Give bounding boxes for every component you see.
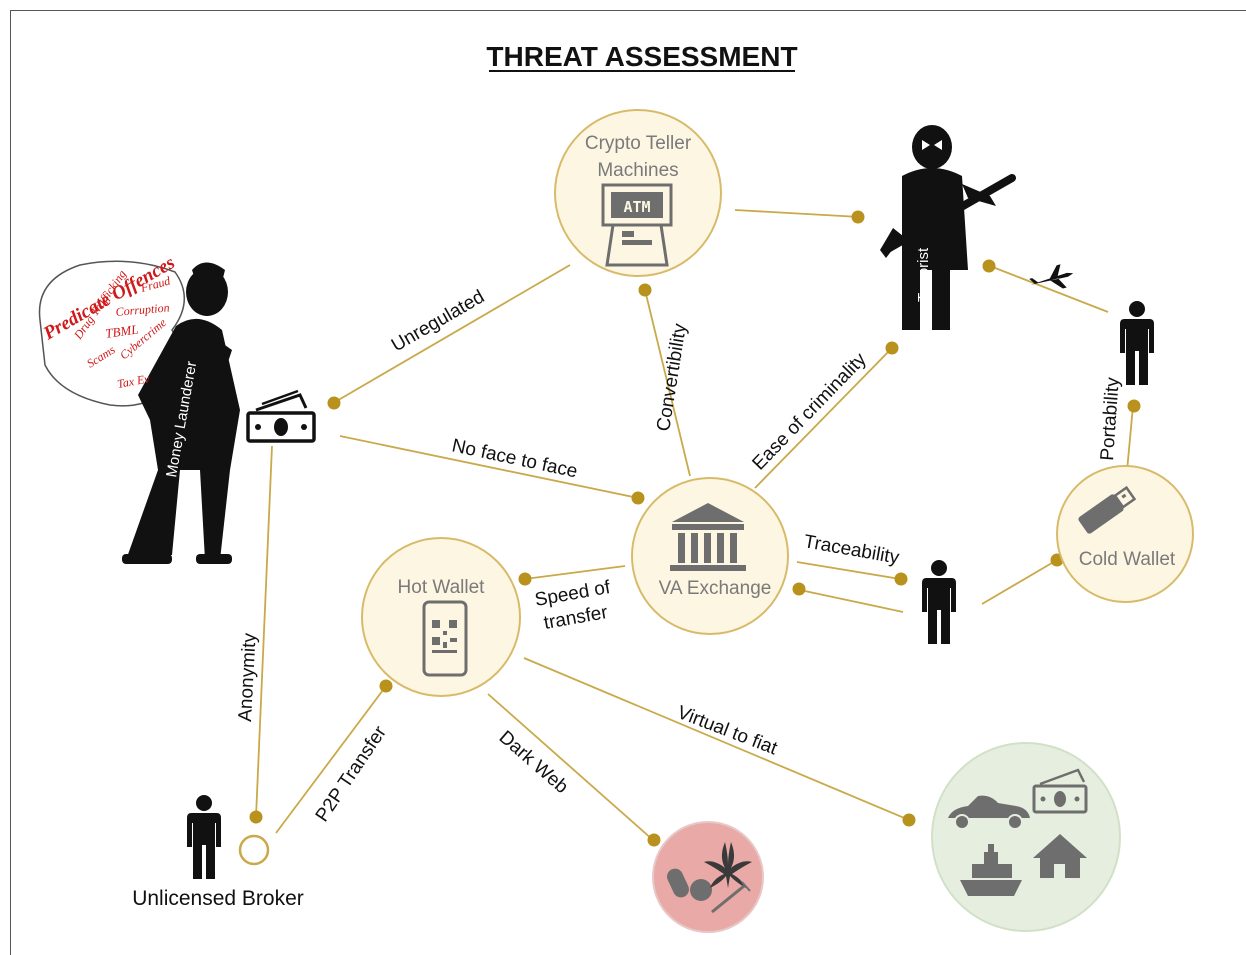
terrorist-label: Terrorist [915, 247, 932, 302]
edge-ease [754, 347, 893, 489]
node-fiat-assets[interactable] [931, 742, 1121, 932]
cash-icon-launderer [246, 389, 316, 443]
label-no-face-to-face: No face to face [450, 435, 579, 482]
connections [255, 209, 1134, 841]
label-virtual-to-fiat: Virtual to fiat [674, 702, 780, 760]
phone-qr-icon [422, 600, 468, 677]
diagram-title: THREAT ASSESSMENT [486, 41, 797, 72]
broker-label: Unlicensed Broker [132, 887, 304, 910]
atm-screen-text: ATM [623, 198, 650, 216]
offence-tbml: TBML [104, 321, 139, 340]
edge-virtual-fiat [523, 657, 910, 821]
car-icon [948, 795, 1030, 830]
label-p2p-transfer: P2P Transfer [312, 722, 392, 826]
node-crypto-teller-machines[interactable]: Crypto Teller Machines ATM [554, 109, 722, 277]
label-anonymity: Anonymity [235, 632, 261, 722]
node-va-exchange[interactable]: VA Exchange [631, 477, 789, 635]
edge-no-face [339, 435, 639, 499]
node-cold-wallet[interactable]: Cold Wallet [1056, 465, 1194, 603]
money-launderer-figure: Money Launderer [38, 260, 240, 564]
edge-unregulated [334, 264, 571, 403]
edge-terrorist-person [989, 265, 1109, 313]
label-ease-of-criminality: Ease of criminality [748, 349, 871, 475]
atm-label-line1: Crypto Teller [585, 133, 692, 154]
ship-icon [960, 844, 1022, 896]
label-convertibility: Convertibility [653, 322, 691, 433]
assets-icons [948, 768, 1088, 896]
label-portability: Portability [1097, 376, 1124, 461]
edge-cold-person [981, 559, 1058, 605]
broker-ring [238, 834, 270, 866]
person-icon-traceability [922, 560, 956, 644]
exchange-label: VA Exchange [659, 578, 772, 599]
edge-anonymity [255, 445, 273, 818]
atm-icon: ATM [601, 183, 673, 267]
person-icon-broker [187, 795, 221, 879]
drugs-icon [667, 842, 752, 914]
edge-return [799, 589, 904, 613]
offence-corruption: Corruption [115, 300, 170, 319]
edge-traceability [796, 561, 901, 580]
usb-drive-icon [1078, 485, 1137, 534]
offence-tax-evasion: Tax Ev [116, 371, 151, 391]
node-hot-wallet[interactable]: Hot Wallet [361, 537, 521, 697]
edge-dark-web [487, 693, 654, 841]
person-icon-portability [1120, 301, 1154, 385]
terrorist-figure: Terrorist [880, 125, 1016, 330]
connection-dots [249, 210, 1141, 847]
node-dark-web[interactable] [652, 821, 764, 933]
diagram-frame [10, 10, 1246, 955]
bank-icon [670, 503, 746, 571]
label-dark-web: Dark Web [495, 727, 572, 798]
edge-atm-terrorist [734, 209, 861, 218]
label-traceability: Traceability [802, 531, 901, 569]
offences-sack [38, 260, 186, 407]
edge-portability [1126, 405, 1134, 472]
plane-icon [1029, 264, 1074, 289]
edge-speed [524, 565, 626, 580]
edge-p2p [275, 685, 387, 834]
cash-icon [1032, 768, 1088, 814]
house-icon [1033, 834, 1087, 878]
edge-convertibility [644, 289, 691, 477]
cold-wallet-label: Cold Wallet [1079, 549, 1176, 570]
atm-label-line2: Machines [597, 160, 678, 181]
hot-wallet-label: Hot Wallet [398, 577, 486, 598]
